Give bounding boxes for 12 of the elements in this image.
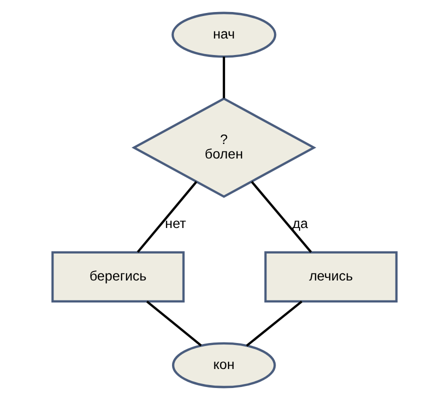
connector	[222, 56, 225, 98]
node-diamond: ? болен	[131, 97, 316, 198]
connector	[250, 181, 312, 253]
node-box: берегись	[50, 251, 184, 302]
connector	[245, 300, 302, 347]
edge-label: да	[292, 216, 308, 232]
edge-label: нет	[164, 216, 186, 232]
connector	[146, 300, 202, 346]
node-ellipse: кон	[172, 342, 276, 388]
node-ellipse: нач	[171, 12, 276, 58]
connector	[136, 181, 197, 253]
node-box: лечись	[264, 251, 398, 302]
